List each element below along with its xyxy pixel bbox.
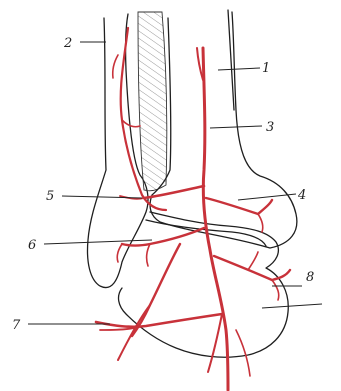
- leader-line-8b: [262, 304, 322, 308]
- label-5: 5: [46, 189, 54, 204]
- artery-network: [96, 28, 290, 390]
- label-7: 7: [12, 318, 21, 333]
- label-3: 3: [266, 120, 274, 135]
- hatched-interosseous-region: [138, 12, 167, 191]
- leader-line-1: [218, 68, 260, 70]
- label-1: 1: [262, 61, 270, 76]
- leader-line-6: [44, 240, 152, 244]
- leader-lines: [28, 42, 322, 324]
- label-4: 4: [297, 188, 306, 203]
- leader-line-4: [238, 194, 296, 200]
- label-6: 6: [28, 238, 36, 253]
- talus-outline: [119, 212, 289, 357]
- leader-line-5: [62, 196, 142, 198]
- leader-line-3: [210, 126, 262, 128]
- label-2: 2: [63, 36, 72, 51]
- tibia-outline: [150, 10, 297, 248]
- label-8: 8: [306, 270, 314, 285]
